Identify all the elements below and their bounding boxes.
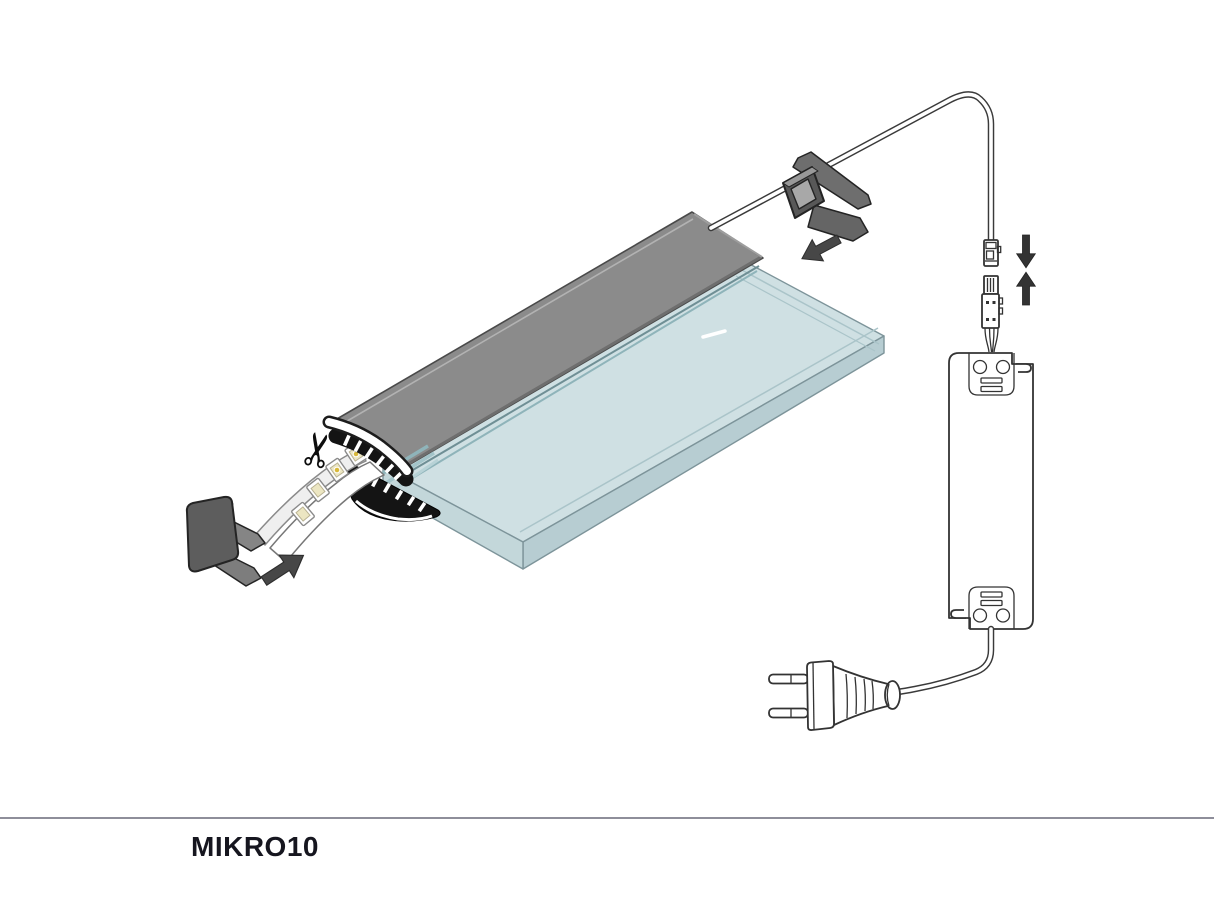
clip-channel-opening bbox=[790, 178, 817, 210]
led-chip bbox=[291, 501, 315, 527]
glass-highlight bbox=[701, 329, 727, 339]
mounting-clip bbox=[782, 151, 872, 242]
power-supply-tab-bottom bbox=[950, 609, 966, 619]
clip-lower-prong bbox=[807, 204, 869, 242]
arrow-icon-up bbox=[1016, 271, 1036, 306]
power-supply-tab-top bbox=[1016, 363, 1032, 373]
power-supply-body bbox=[948, 352, 1034, 630]
led-chip bbox=[306, 477, 330, 503]
plug-horn bbox=[832, 665, 889, 726]
plug-neck bbox=[884, 680, 901, 710]
end-cap-face bbox=[185, 495, 240, 573]
arrow-icon-down bbox=[1016, 234, 1036, 269]
product-title: MIKRO10 bbox=[191, 831, 319, 862]
plug-body bbox=[806, 660, 835, 731]
vent-slot bbox=[980, 385, 1003, 393]
led-chips bbox=[291, 457, 349, 527]
connector-wires bbox=[984, 327, 999, 353]
vent-slot bbox=[980, 599, 1003, 607]
end-cap bbox=[185, 495, 266, 587]
power-plug bbox=[768, 660, 901, 731]
led-chip bbox=[325, 457, 349, 483]
glass-shelf bbox=[382, 260, 885, 570]
power-supply bbox=[948, 352, 1034, 630]
plug-pin bbox=[768, 673, 809, 685]
strip-front bbox=[269, 461, 385, 563]
plug-pin bbox=[768, 707, 809, 719]
profile-end-cross-section bbox=[322, 415, 414, 487]
aluminum-profile bbox=[329, 211, 764, 480]
mains-cable bbox=[893, 625, 995, 696]
male-connector bbox=[983, 239, 1002, 267]
vent-slot bbox=[980, 591, 1003, 598]
power-cable bbox=[707, 91, 995, 243]
female-connector bbox=[981, 275, 1004, 353]
footer-divider bbox=[0, 817, 1214, 819]
vent-slot bbox=[980, 377, 1003, 384]
